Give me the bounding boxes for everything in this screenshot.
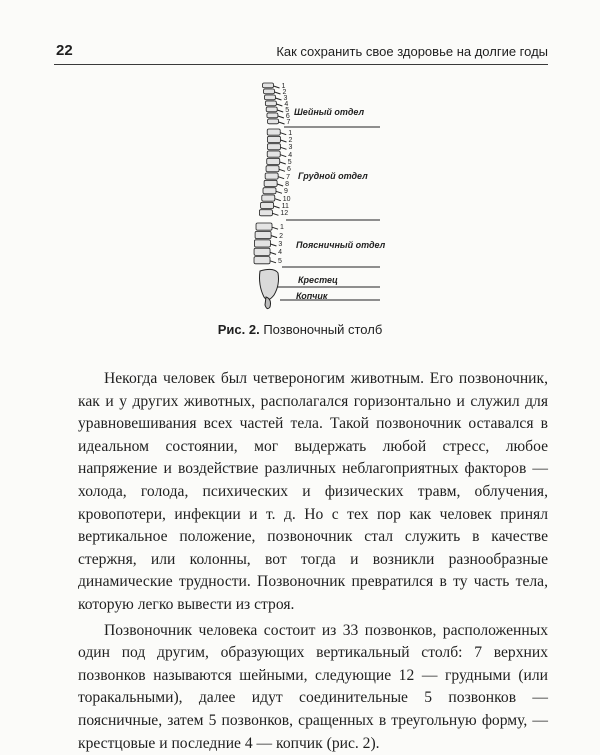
spinous-process bbox=[274, 198, 281, 202]
spinous-process bbox=[274, 91, 281, 95]
spinous-process bbox=[273, 85, 280, 89]
label-thoracic: Грудной отдел bbox=[298, 171, 368, 181]
spinous-process bbox=[280, 132, 287, 136]
page-header: 22 Как сохранить свое здоровье на долгие… bbox=[54, 40, 548, 65]
vertebra-number: 8 bbox=[285, 181, 290, 188]
spine-figure: Шейный отдел Грудной отдел Поясничный от… bbox=[230, 75, 560, 315]
label-coccyx: Копчик bbox=[296, 291, 328, 301]
vertebrae-group bbox=[253, 82, 287, 265]
vertebra-cervical-7 bbox=[267, 118, 279, 125]
spinous-process bbox=[278, 121, 285, 125]
vertebra-number: 2 bbox=[279, 232, 283, 240]
vertebra-lumbar-5 bbox=[253, 256, 271, 265]
spinous-process bbox=[270, 243, 277, 247]
spinous-process bbox=[275, 97, 282, 101]
page-number: 22 bbox=[56, 42, 73, 59]
vertebra-number: 7 bbox=[286, 173, 291, 181]
vertebra-lumbar-2 bbox=[254, 230, 272, 239]
vertebra-number: 5 bbox=[285, 107, 290, 114]
spinous-process bbox=[271, 226, 279, 230]
vertebra-thoracic-7 bbox=[264, 172, 279, 180]
vertebra-cervical-2 bbox=[263, 88, 275, 95]
vertebra-number: 3 bbox=[278, 241, 283, 248]
spinous-process bbox=[272, 212, 279, 216]
spinous-process bbox=[278, 168, 286, 172]
sacrum-shape bbox=[259, 268, 279, 301]
label-sacrum: Крестец bbox=[298, 275, 338, 285]
vertebra-number: 11 bbox=[281, 203, 289, 210]
vertebra-number: 6 bbox=[287, 166, 291, 174]
spinous-process bbox=[280, 146, 287, 150]
spinous-process bbox=[277, 115, 285, 119]
vertebra-thoracic-8 bbox=[263, 179, 278, 187]
vertebra-thoracic-10 bbox=[261, 194, 276, 202]
vertebra-number: 12 bbox=[280, 210, 289, 218]
vertebra-number: 4 bbox=[288, 151, 293, 159]
vertebra-number: 2 bbox=[288, 137, 293, 144]
vertebra-number: 4 bbox=[278, 249, 282, 257]
spinous-process bbox=[276, 103, 283, 107]
vertebra-number: 6 bbox=[285, 113, 290, 120]
spine-illustration bbox=[253, 82, 380, 310]
spinous-process bbox=[270, 235, 278, 239]
vertebra-thoracic-3 bbox=[267, 143, 281, 151]
paragraph-1: Некогда человек был четвероногим животны… bbox=[78, 370, 548, 613]
vertebra-thoracic-12 bbox=[259, 209, 273, 217]
body-text: Некогда человек был четвероногим животны… bbox=[78, 368, 548, 755]
vertebra-lumbar-3 bbox=[254, 239, 271, 248]
vertebra-thoracic-5 bbox=[266, 157, 281, 165]
vertebra-cervical-4 bbox=[264, 100, 277, 107]
vertebra-number: 5 bbox=[278, 257, 282, 265]
paragraph-2: Позвоночник человека состоит из 33 позво… bbox=[78, 621, 548, 752]
vertebra-number: 5 bbox=[287, 159, 292, 166]
caption-text: Позвоночный столб bbox=[263, 322, 383, 337]
vertebra-thoracic-6 bbox=[265, 165, 280, 173]
label-cervical: Шейный отдел bbox=[294, 107, 365, 117]
vertebra-cervical-1 bbox=[262, 82, 274, 89]
vertebra-number: 4 bbox=[284, 101, 289, 108]
label-lumbar: Поясничный отдел bbox=[296, 240, 386, 250]
spinous-process bbox=[277, 109, 284, 113]
vertebra-thoracic-1 bbox=[266, 128, 281, 136]
running-title: Как сохранить свое здоровье на долгие го… bbox=[276, 44, 548, 59]
spinous-process bbox=[280, 139, 287, 143]
vertebra-thoracic-9 bbox=[262, 187, 277, 195]
vertebra-number: 3 bbox=[288, 144, 293, 152]
vertebra-number: 2 bbox=[282, 89, 287, 96]
vertebra-cervical-3 bbox=[264, 94, 276, 101]
spinous-process bbox=[279, 161, 286, 165]
spinous-process bbox=[278, 176, 285, 180]
vertebra-number: 1 bbox=[288, 129, 293, 137]
caption-label: Рис. 2. bbox=[217, 322, 260, 337]
vertebra-number: 3 bbox=[283, 95, 288, 102]
vertebra-number: 7 bbox=[286, 119, 291, 126]
coccyx-shape bbox=[264, 296, 271, 310]
spinous-process bbox=[269, 251, 277, 255]
vertebra-cervical-6 bbox=[266, 112, 279, 119]
vertebra-number: 10 bbox=[282, 195, 291, 203]
vertebra-thoracic-2 bbox=[267, 135, 281, 143]
spinous-process bbox=[276, 183, 284, 187]
spinous-process bbox=[273, 205, 280, 209]
spinous-process bbox=[280, 154, 287, 158]
vertebra-number: 9 bbox=[283, 188, 288, 196]
spinous-process bbox=[275, 190, 283, 194]
vertebra-lumbar-4 bbox=[253, 247, 271, 256]
vertebra-number: 1 bbox=[280, 224, 284, 232]
vertebra-cervical-5 bbox=[265, 106, 278, 113]
figure-caption: Рис. 2. Позвоночный столб bbox=[0, 322, 600, 337]
vertebra-number: 1 bbox=[281, 83, 286, 90]
vertebra-thoracic-11 bbox=[260, 201, 274, 209]
vertebra-lumbar-1 bbox=[255, 222, 273, 231]
vertebra-thoracic-4 bbox=[266, 150, 281, 158]
spinous-process bbox=[269, 260, 277, 264]
